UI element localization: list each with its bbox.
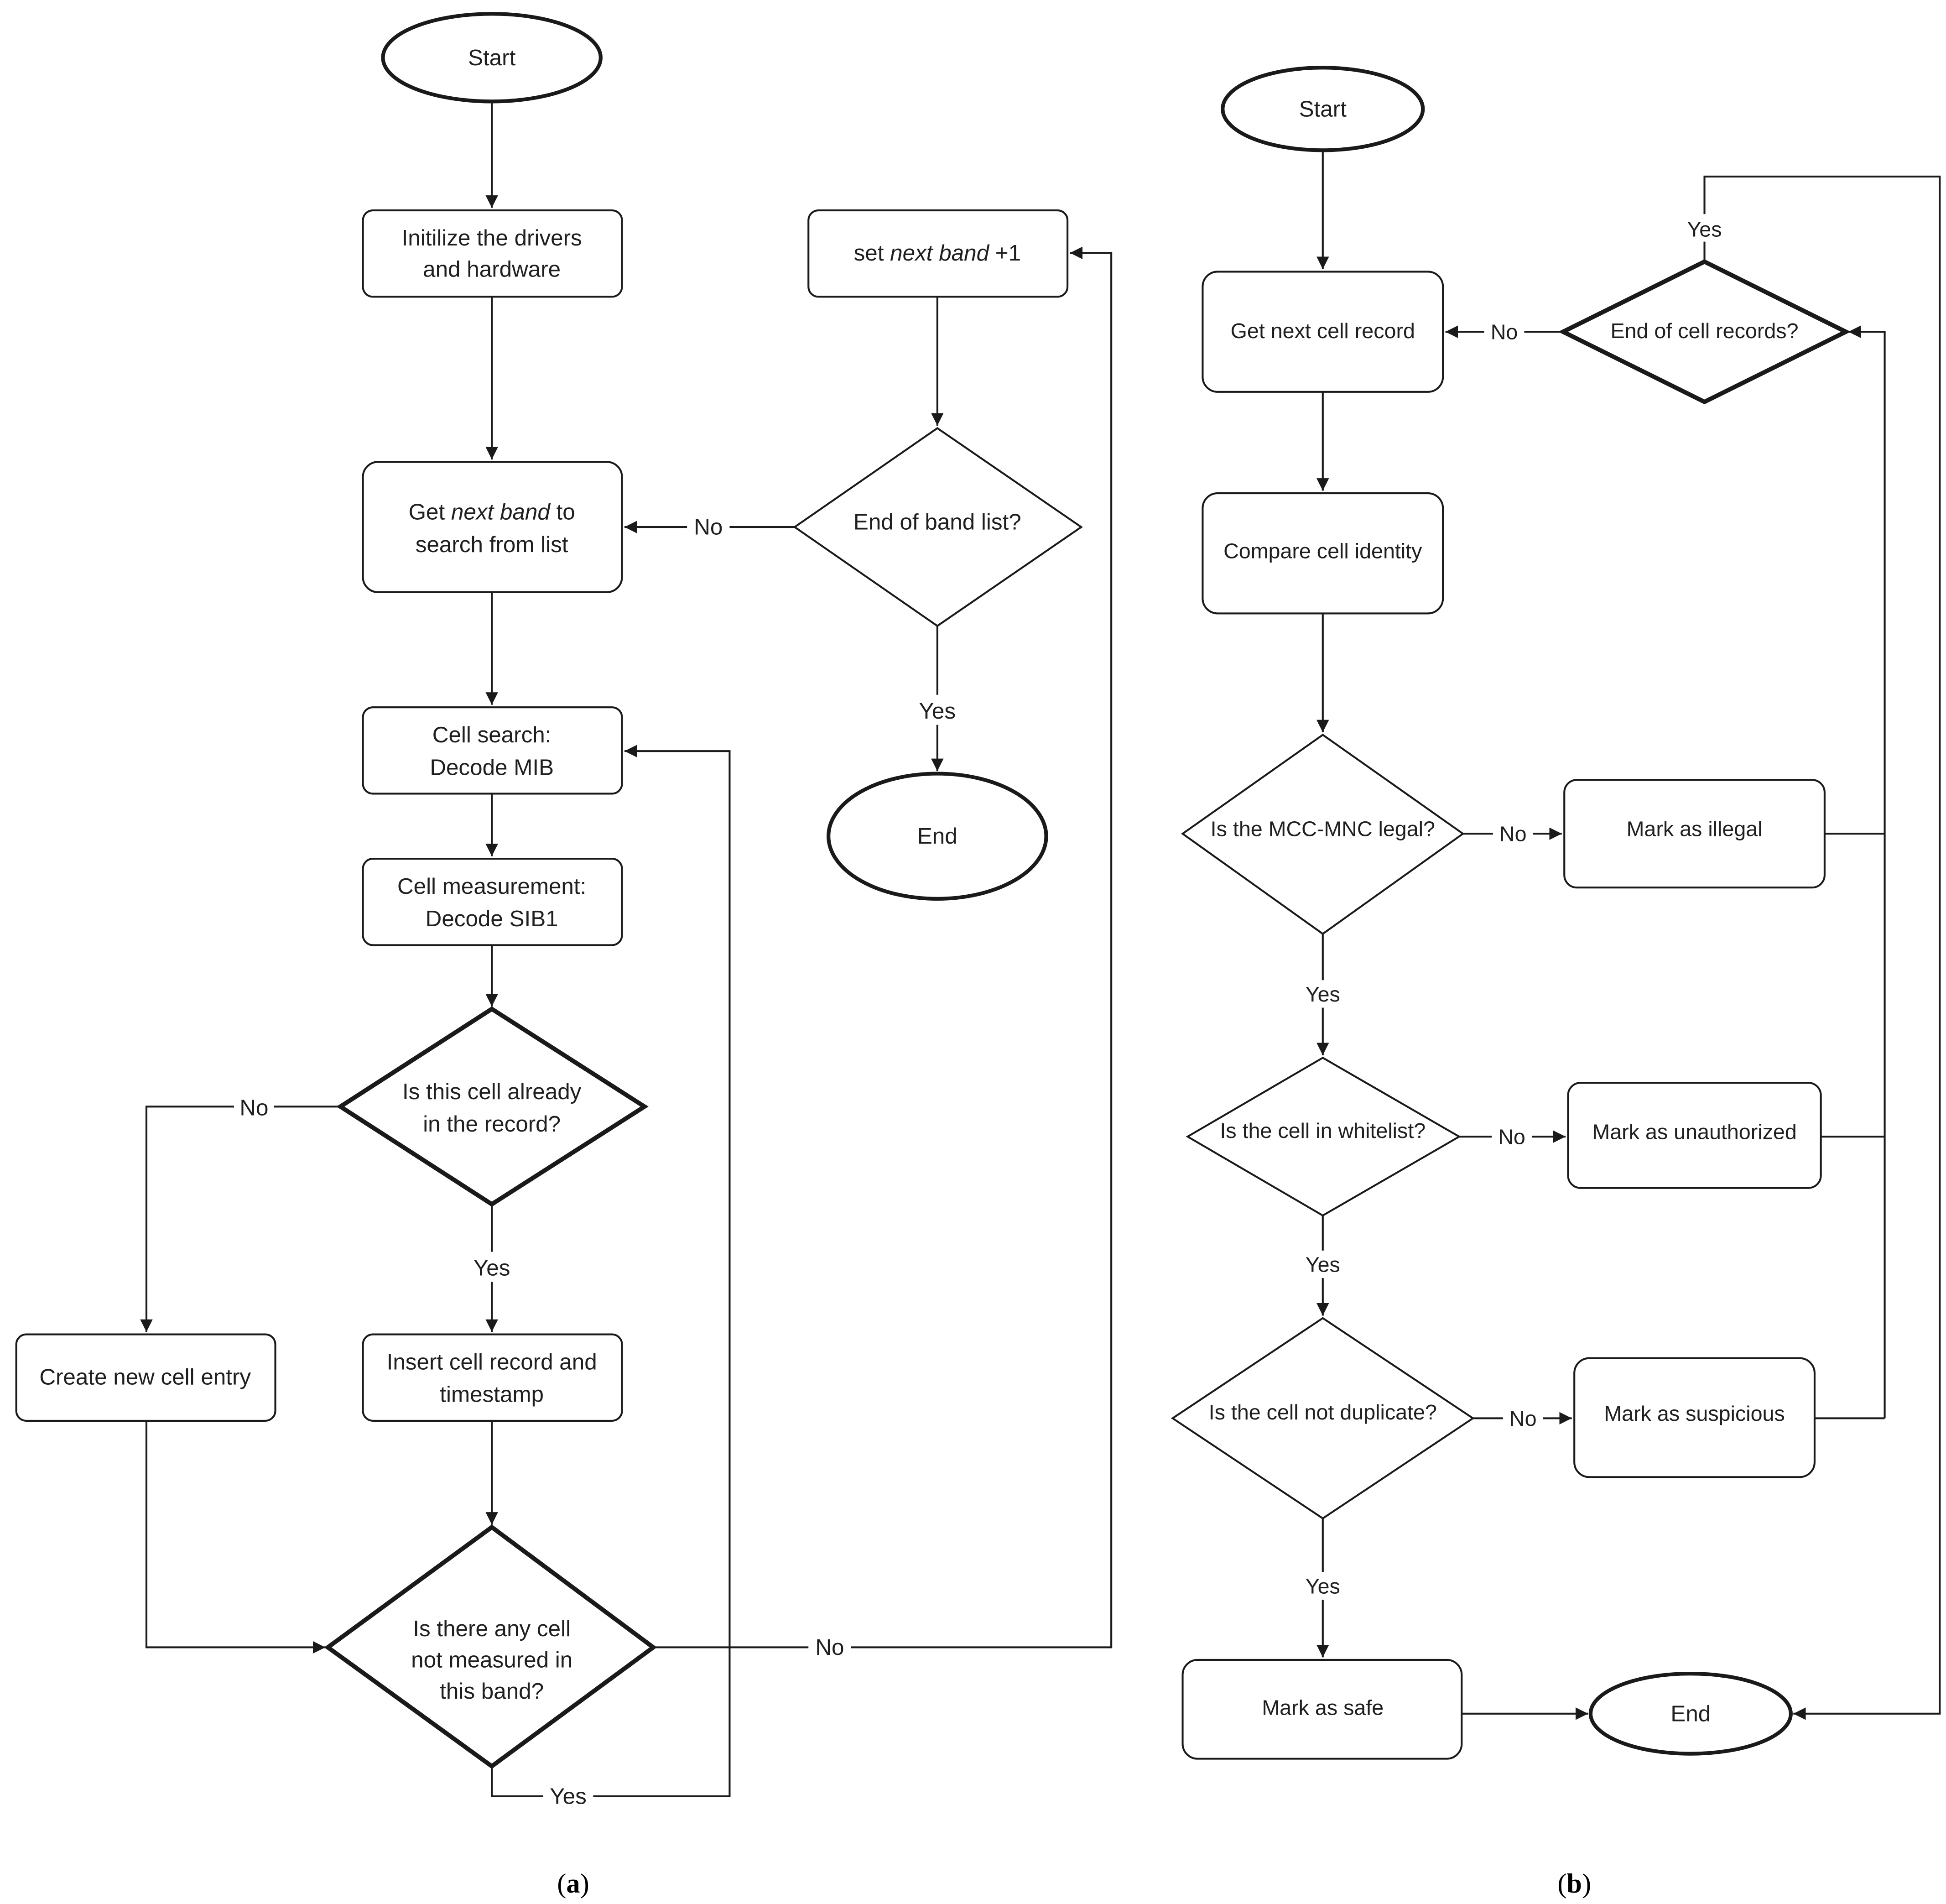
b-duplicate-label: Is the cell not duplicate? xyxy=(1209,1400,1437,1424)
b-label-no-3: No xyxy=(1498,1125,1525,1149)
b-edge-labels: No Yes No No No Yes Yes Yes xyxy=(1299,214,1728,1600)
b-end-terminal: End xyxy=(1588,1671,1793,1756)
caption-b: (b) xyxy=(1557,1868,1591,1899)
a-label-no-2: No xyxy=(815,1635,844,1660)
a-in-record-line1: Is this cell already xyxy=(402,1079,582,1104)
a-edge-create-any xyxy=(145,1420,326,1654)
b-label-no-1: No xyxy=(1491,320,1518,344)
b-mark-unauth-process: Mark as unauthorized xyxy=(1567,1082,1822,1189)
a-label-yes-1: Yes xyxy=(473,1256,510,1281)
b-label-no-2: No xyxy=(1499,822,1527,846)
a-start-terminal: Start xyxy=(381,12,603,104)
a-label-yes-2: Yes xyxy=(550,1784,587,1809)
a-init-process: Initilize the drivers and hardware xyxy=(362,209,623,298)
b-mark-illegal-process: Mark as illegal xyxy=(1563,779,1826,889)
a-label-no-1: No xyxy=(239,1095,268,1121)
b-mark-susp-process: Mark as suspicious xyxy=(1573,1357,1816,1478)
a-cell-search-line1: Cell search: xyxy=(432,722,552,747)
a-any-cell-line2: not measured in xyxy=(411,1647,572,1672)
b-mark-susp-label: Mark as suspicious xyxy=(1604,1402,1785,1425)
a-in-record-decision: Is this cell already in the record? xyxy=(336,1006,649,1207)
a-cell-measure-line1: Cell measurement: xyxy=(397,874,586,899)
b-compare-process: Compare cell identity xyxy=(1202,492,1444,615)
flowchart-a: Start Initilize the drivers and hardware… xyxy=(15,12,1113,1810)
a-any-cell-line3: this band? xyxy=(440,1679,544,1704)
b-get-record-label: Get next cell record xyxy=(1231,319,1415,343)
a-cell-measure-process: Cell measurement: Decode SIB1 xyxy=(362,858,623,946)
b-edge-bus-endrecords xyxy=(1848,325,1886,1419)
b-mcc-decision: Is the MCC-MNC legal? xyxy=(1181,734,1465,935)
a-in-record-line2: in the record? xyxy=(423,1111,561,1137)
a-end-band-decision: End of band list? xyxy=(793,427,1083,627)
caption-a: (a) xyxy=(557,1868,589,1899)
b-end-records-label: End of cell records? xyxy=(1610,319,1798,343)
b-label-yes-4: Yes xyxy=(1306,1574,1340,1598)
a-init-line2: and hardware xyxy=(423,256,561,282)
a-cell-search-process: Cell search: Decode MIB xyxy=(362,706,623,795)
flowchart-b: Start Get next cell record Compare cell … xyxy=(1171,66,1941,1760)
b-duplicate-decision: Is the cell not duplicate? xyxy=(1171,1317,1475,1520)
a-get-band-line2: search from list xyxy=(416,532,568,557)
b-label-yes-3: Yes xyxy=(1306,1252,1340,1276)
a-get-band-line1: Get next band to xyxy=(409,500,575,525)
a-insert-record-line1: Insert cell record and xyxy=(387,1349,597,1374)
a-init-line1: Initilize the drivers xyxy=(402,225,582,250)
b-end-records-decision: End of cell records? xyxy=(1558,259,1851,405)
a-create-entry-process: Create new cell entry xyxy=(15,1333,276,1422)
b-start-terminal: Start xyxy=(1221,66,1425,152)
a-edge-no-create xyxy=(140,1106,341,1332)
b-whitelist-decision: Is the cell in whitelist? xyxy=(1186,1056,1461,1217)
a-create-entry-label: Create new cell entry xyxy=(39,1364,251,1389)
b-connectors xyxy=(1316,150,1941,1720)
b-mark-illegal-label: Mark as illegal xyxy=(1627,817,1763,841)
a-edge-labels: No Yes Yes No No Yes xyxy=(234,513,963,1810)
a-insert-record-process: Insert cell record and timestamp xyxy=(362,1333,623,1422)
a-connectors xyxy=(140,101,1113,1797)
b-label-yes-1: Yes xyxy=(1687,218,1722,241)
a-any-cell-line1: Is there any cell xyxy=(413,1616,571,1641)
a-set-band-label: set next band +1 xyxy=(854,240,1021,266)
b-start-label: Start xyxy=(1299,96,1347,121)
b-label-no-4: No xyxy=(1509,1407,1537,1430)
a-start-label: Start xyxy=(468,45,516,70)
a-cell-search-line2: Decode MIB xyxy=(430,755,554,780)
b-mark-safe-process: Mark as safe xyxy=(1181,1659,1463,1760)
b-whitelist-label: Is the cell in whitelist? xyxy=(1220,1119,1426,1142)
b-compare-label: Compare cell identity xyxy=(1223,539,1422,563)
b-edge-endrecords-yes xyxy=(1703,175,1941,1720)
a-edge-no-setband xyxy=(653,246,1113,1648)
a-edge-yes-loop xyxy=(491,745,731,1797)
a-end-label: End xyxy=(917,824,957,849)
b-label-yes-2: Yes xyxy=(1306,982,1340,1006)
a-label-yes-3: Yes xyxy=(919,699,956,724)
a-any-cell-decision: Is there any cell not measured in this b… xyxy=(324,1524,657,1769)
b-get-record-process: Get next cell record xyxy=(1202,271,1444,393)
a-get-band-process: Get next band to search from list xyxy=(362,461,623,593)
a-set-band-process: set next band +1 xyxy=(807,209,1069,298)
b-mcc-label: Is the MCC-MNC legal? xyxy=(1211,817,1435,841)
b-mark-unauth-label: Mark as unauthorized xyxy=(1592,1120,1796,1144)
b-mark-safe-label: Mark as safe xyxy=(1262,1696,1384,1720)
b-end-label: End xyxy=(1670,1701,1711,1726)
a-end-terminal: End xyxy=(827,772,1048,901)
a-label-no-3: No xyxy=(694,515,723,540)
a-insert-record-line2: timestamp xyxy=(440,1382,544,1407)
a-cell-measure-line2: Decode SIB1 xyxy=(426,906,558,931)
a-end-band-label: End of band list? xyxy=(853,510,1021,535)
